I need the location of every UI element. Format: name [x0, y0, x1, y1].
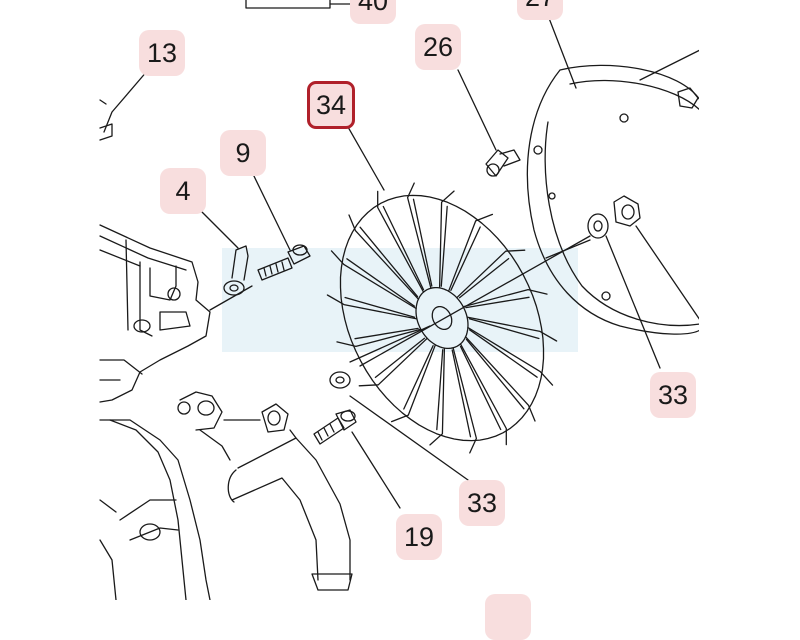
- part-27-cover-plate: [526, 0, 701, 369]
- leader-13: [103, 69, 149, 133]
- part-40-edge: [245, 0, 331, 9]
- air-duct: [227, 403, 353, 591]
- part-9-screw: [209, 171, 311, 311]
- callout-label: 33: [657, 379, 689, 410]
- callout-label: 4: [175, 175, 191, 206]
- callout-label: 33: [466, 487, 498, 518]
- callout-9[interactable]: 9: [220, 130, 266, 176]
- callout-label: 34: [315, 89, 347, 120]
- callout-label: 9: [235, 137, 251, 168]
- callout-33-right[interactable]: 33: [650, 372, 696, 418]
- callout-13[interactable]: 13: [139, 30, 185, 76]
- part-4-bracket: [195, 205, 249, 296]
- exploded-view-drawing: [99, 0, 701, 600]
- callout-40[interactable]: 40: [350, 0, 396, 24]
- callout-26[interactable]: 26: [415, 24, 461, 70]
- callout-label: 13: [146, 37, 178, 68]
- parts-diagram: 40 27 13 26 34 9 4 33 33 19: [99, 0, 701, 640]
- callout-34-selected[interactable]: 34: [307, 81, 355, 129]
- part-19-screw: [313, 409, 401, 509]
- callout-label: 27: [525, 0, 555, 13]
- callout-partial-bottom: [485, 594, 531, 640]
- callout-33-bottom[interactable]: 33: [459, 480, 505, 526]
- part-33-washer-lower: [329, 325, 469, 481]
- part-34-fan-wheel: [326, 182, 558, 454]
- callout-label: 26: [422, 31, 454, 62]
- callout-label: 40: [357, 0, 389, 16]
- callout-19[interactable]: 19: [396, 514, 442, 560]
- callout-label: 19: [403, 521, 435, 552]
- fan-housing: [99, 224, 261, 600]
- part-26-screw: [457, 69, 521, 177]
- callout-4[interactable]: 4: [160, 168, 206, 214]
- callout-27[interactable]: 27: [517, 0, 563, 20]
